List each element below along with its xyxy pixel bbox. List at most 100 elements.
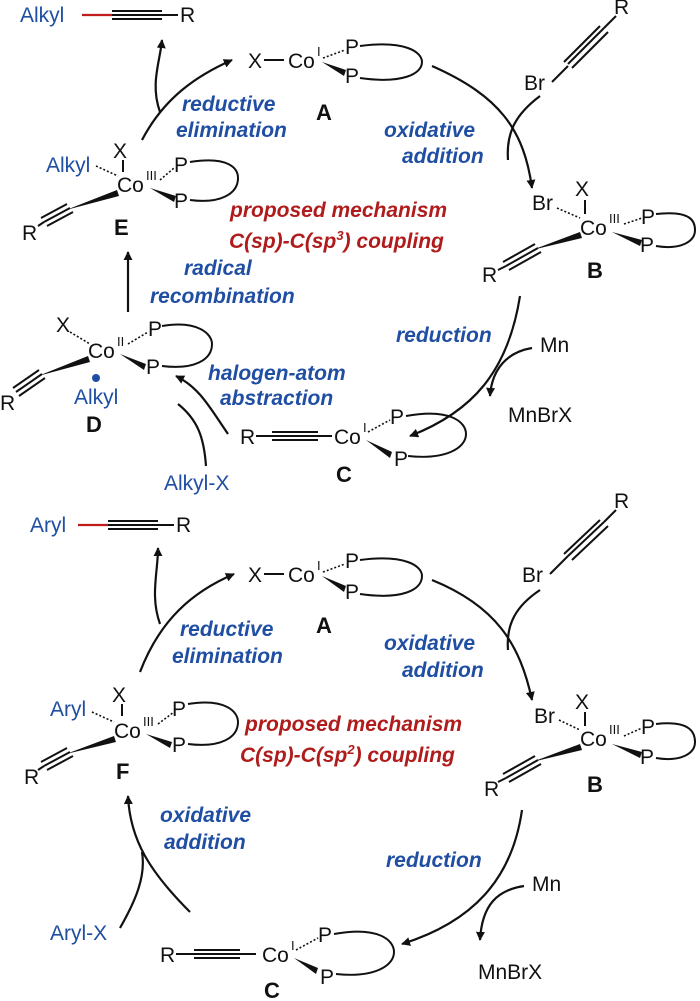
- complex-B-top: Br X Co III P P R B: [482, 178, 697, 287]
- svg-text:Co: Co: [88, 340, 115, 363]
- svg-text:oxidative: oxidative: [384, 632, 475, 655]
- svg-text:Co: Co: [114, 720, 141, 743]
- svg-text:Co: Co: [334, 426, 361, 449]
- label-B-bottom: B: [587, 772, 603, 797]
- svg-text:oxidative: oxidative: [384, 119, 475, 142]
- svg-text:Alkyl: Alkyl: [74, 386, 118, 409]
- arrow-B-to-C-bottom: [401, 809, 524, 946]
- svg-text:III: III: [146, 168, 157, 183]
- reagent-aryl-halide: Aryl-X: [50, 922, 107, 945]
- svg-text:P: P: [640, 234, 654, 257]
- bottom-cycle: Aryl R X Co I P P A Br: [24, 490, 697, 1001]
- svg-text:proposed mechanism: proposed mechanism: [229, 199, 447, 222]
- byproduct-MnBrX-bottom: MnBrX: [478, 961, 542, 984]
- arrow-Mn-MnBrX-bottom: [475, 884, 525, 941]
- svg-text:X: X: [575, 178, 589, 201]
- svg-text:I: I: [317, 558, 321, 573]
- svg-text:P: P: [146, 356, 160, 379]
- svg-text:III: III: [609, 211, 620, 226]
- bottom-cycle-title: proposed mechanism C(sp)-C(sp2) coupling: [240, 713, 462, 767]
- svg-text:addition: addition: [164, 831, 246, 854]
- svg-text:X: X: [248, 564, 262, 587]
- complex-A-bottom: X Co I P P A: [248, 550, 424, 638]
- svg-text:R: R: [0, 392, 15, 415]
- svg-text:abstraction: abstraction: [220, 387, 333, 410]
- label-A-bottom: A: [316, 613, 332, 638]
- arrow-E-to-A: [141, 58, 233, 141]
- svg-text:X: X: [56, 314, 70, 337]
- svg-text:Co: Co: [288, 50, 315, 73]
- svg-text:radical: radical: [184, 257, 253, 280]
- svg-text:R: R: [22, 222, 37, 245]
- complex-C-bottom: R Co I P P C: [160, 924, 396, 1001]
- svg-text:Aryl: Aryl: [50, 698, 86, 721]
- reagent-Mn-bottom: Mn: [532, 873, 561, 896]
- svg-text:II: II: [117, 334, 124, 349]
- arrow-B-to-C-top: [409, 295, 522, 438]
- svg-text:P: P: [174, 190, 188, 213]
- top-cycle-title: proposed mechanism C(sp)-C(sp3) coupling: [229, 199, 447, 253]
- svg-text:I: I: [363, 420, 367, 435]
- svg-text:I: I: [317, 44, 321, 59]
- bromoalkyne-top: Br R: [524, 0, 629, 95]
- svg-text:Br: Br: [522, 564, 543, 587]
- svg-text:R: R: [240, 426, 255, 449]
- svg-text:halogen-atom: halogen-atom: [208, 362, 346, 385]
- svg-text:P: P: [345, 581, 359, 604]
- svg-text:P: P: [318, 924, 332, 947]
- svg-text:R: R: [160, 944, 175, 967]
- svg-text:Br: Br: [534, 705, 555, 728]
- svg-text:P: P: [345, 65, 359, 88]
- complex-A: X Co I P P A: [248, 36, 424, 125]
- svg-text:P: P: [148, 318, 162, 341]
- svg-text:R: R: [24, 766, 39, 789]
- svg-text:reduction: reduction: [396, 324, 492, 347]
- arrow-A-to-B-top: [431, 64, 536, 189]
- arrow-to-product-top: [154, 39, 166, 113]
- radical-dot: [92, 374, 100, 382]
- svg-text:C(sp)-C(sp3) coupling: C(sp)-C(sp3) coupling: [229, 228, 444, 253]
- arrow-C-to-F: [123, 795, 191, 913]
- svg-text:X: X: [248, 50, 262, 73]
- svg-text:III: III: [143, 714, 154, 729]
- svg-text:III: III: [609, 722, 620, 737]
- svg-text:P: P: [172, 698, 186, 721]
- svg-text:X: X: [112, 684, 126, 707]
- svg-text:recombination: recombination: [150, 285, 295, 308]
- complex-C-top: R Co I P P C: [240, 406, 468, 487]
- svg-text:Co: Co: [580, 728, 607, 751]
- arrow-F-to-A: [138, 572, 235, 673]
- label-C-top: C: [336, 462, 352, 487]
- svg-text:X: X: [575, 691, 589, 714]
- svg-text:oxidative: oxidative: [160, 804, 251, 827]
- svg-text:reduction: reduction: [386, 849, 482, 872]
- svg-text:elimination: elimination: [172, 645, 283, 668]
- svg-text:reductive: reductive: [182, 93, 276, 116]
- svg-text:P: P: [174, 154, 188, 177]
- complex-F: Aryl X Co III P P R F: [24, 684, 240, 789]
- svg-text:Co: Co: [288, 564, 315, 587]
- byproduct-MnBrX-top: MnBrX: [508, 404, 572, 427]
- svg-text:C(sp)-C(sp2) coupling: C(sp)-C(sp2) coupling: [240, 742, 455, 767]
- svg-text:Br: Br: [524, 72, 545, 95]
- svg-text:P: P: [345, 550, 359, 573]
- arrow-alkylX-in: [177, 403, 208, 467]
- svg-text:elimination: elimination: [176, 119, 287, 142]
- svg-text:R: R: [614, 0, 629, 19]
- label-C-bottom: C: [264, 978, 280, 1001]
- product-aryl-alkyne: Aryl R: [30, 514, 191, 537]
- complex-B-bottom: Br X Co III P P R B: [484, 691, 697, 801]
- arrow-Mn-MnBrX-top: [486, 346, 533, 397]
- complex-E: Alkyl X Co III P P R E: [22, 140, 240, 245]
- svg-text:reductive: reductive: [180, 618, 274, 641]
- arrow-bromoalkyne-in-bottom: [506, 589, 541, 651]
- svg-text:addition: addition: [402, 659, 484, 682]
- reagent-alkyl-halide: Alkyl-X: [164, 472, 229, 495]
- arrow-bromoalkyne-in-top: [506, 95, 541, 161]
- svg-text:X: X: [113, 140, 127, 163]
- complex-D: X Co II P P R Alkyl D: [0, 314, 214, 437]
- label-D: D: [86, 412, 102, 437]
- product-alkyl-text: Alkyl: [20, 4, 64, 27]
- svg-text:Co: Co: [117, 174, 144, 197]
